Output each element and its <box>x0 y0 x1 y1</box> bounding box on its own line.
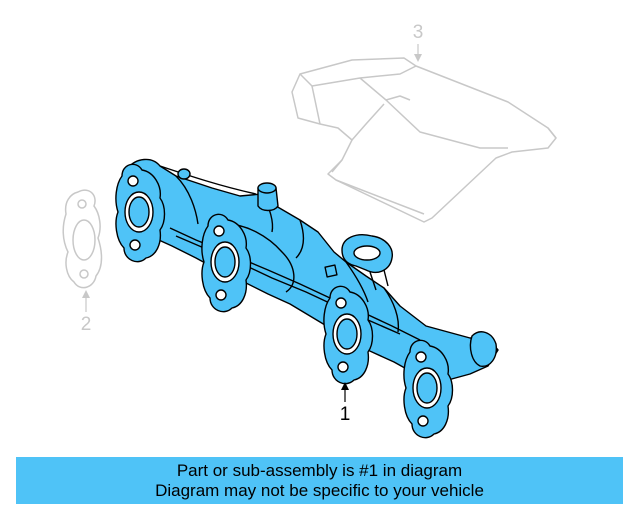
leader-arrow-1 <box>341 382 349 390</box>
gasket-part-2 <box>62 189 103 289</box>
caption-banner: Part or sub-assembly is #1 in diagram Di… <box>16 457 623 504</box>
callout-3: 3 <box>413 22 424 62</box>
callout-number-1: 1 <box>340 404 351 425</box>
callout-number-3: 3 <box>413 22 424 43</box>
callout-1: 1 <box>340 382 351 425</box>
callout-2: 2 <box>81 290 92 335</box>
leader-arrow-3 <box>414 54 422 62</box>
caption-line-2: Diagram may not be specific to your vehi… <box>155 480 484 500</box>
parts-diagram: 3 2 1 <box>62 22 557 439</box>
heat-shield-part-3 <box>291 57 557 223</box>
leader-arrow-2 <box>82 290 90 298</box>
exhaust-manifold-part-1 <box>115 158 499 439</box>
caption-line-1: Part or sub-assembly is #1 in diagram <box>176 460 463 480</box>
callout-number-2: 2 <box>81 314 92 335</box>
